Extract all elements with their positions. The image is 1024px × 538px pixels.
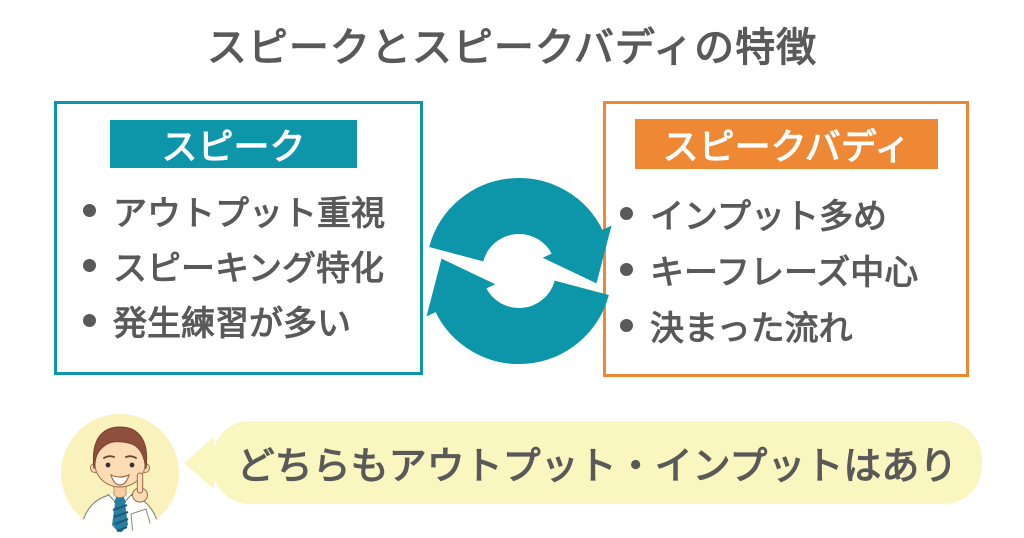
bullet-dot-icon: [620, 318, 633, 332]
speakbuddy-feature-list: インプット多め キーフレーズ中心 決まった流れ: [620, 185, 918, 353]
speakbuddy-card: スピークバディ インプット多め キーフレーズ中心 決まった流れ: [603, 101, 969, 377]
feature-text: スピーキング特化: [113, 250, 384, 288]
bullet-dot-icon: [83, 259, 96, 272]
speakbuddy-card-title: スピークバディ: [635, 119, 938, 169]
feature-text: アウトプット重視: [113, 195, 385, 233]
page-title: スピークとスピークバディの特徴: [206, 26, 818, 70]
feature-text: キーフレーズ中心: [650, 253, 919, 292]
bullet-dot-icon: [83, 204, 96, 217]
pointing-man-avatar-icon: [60, 413, 180, 533]
list-item: スピーキング特化: [83, 238, 385, 293]
speak-card: スピーク アウトプット重視 スピーキング特化 発生練習が多い: [54, 101, 423, 375]
feature-text: インプット多め: [650, 197, 887, 236]
feature-text: 発生練習が多い: [113, 305, 351, 343]
list-item: キーフレーズ中心: [620, 241, 918, 297]
cycle-arrows-icon: [426, 178, 612, 364]
list-item: 決まった流れ: [620, 297, 918, 353]
speech-bubble: どちらもアウトプット・インプットはあり: [184, 421, 982, 504]
list-item: インプット多め: [620, 185, 918, 241]
bullet-dot-icon: [620, 206, 633, 220]
list-item: アウトプット重視: [83, 183, 385, 238]
feature-text: 決まった流れ: [650, 309, 853, 348]
speech-bubble-tail-icon: [184, 437, 214, 489]
speak-card-title: スピーク: [110, 120, 357, 168]
bullet-dot-icon: [620, 262, 633, 276]
speech-bubble-text: どちらもアウトプット・インプットはあり: [236, 446, 958, 488]
list-item: 発生練習が多い: [83, 293, 385, 348]
speak-feature-list: アウトプット重視 スピーキング特化 発生練習が多い: [83, 183, 385, 348]
bullet-dot-icon: [83, 314, 96, 327]
